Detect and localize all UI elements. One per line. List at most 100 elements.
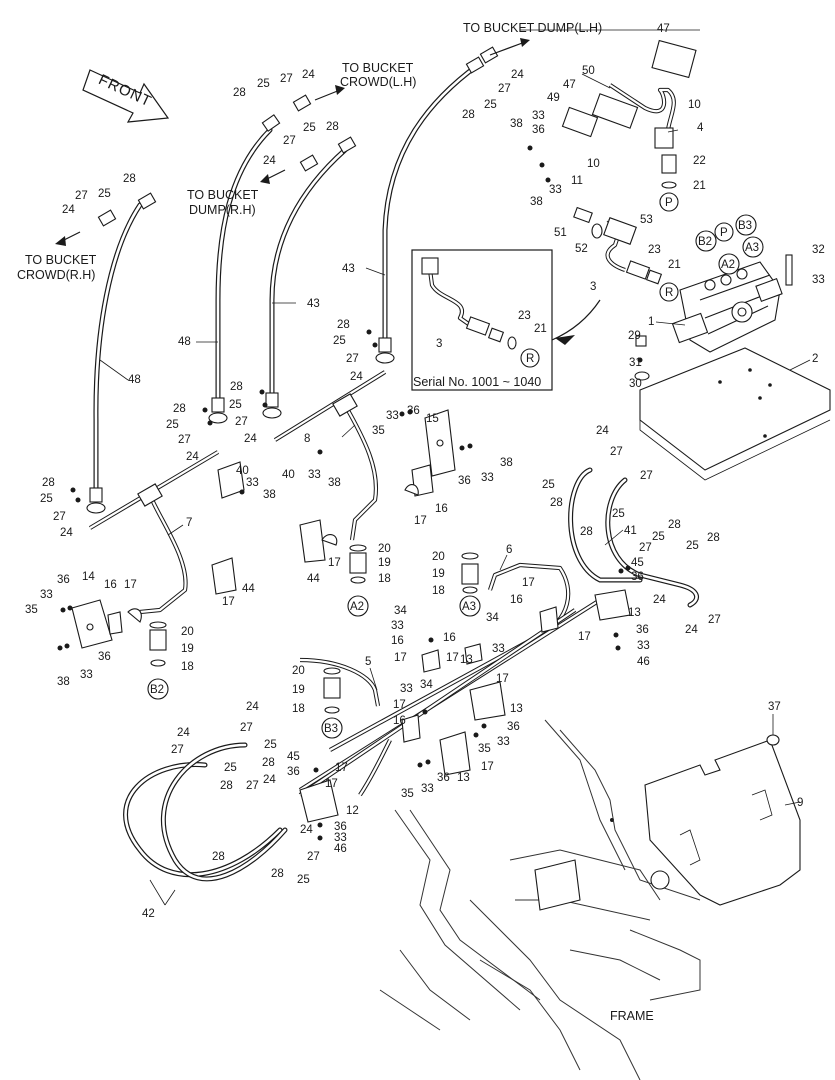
part-20: 20 xyxy=(181,626,194,638)
part-24: 24 xyxy=(653,594,666,606)
part-28: 28 xyxy=(212,851,225,863)
part-16: 16 xyxy=(391,635,404,647)
part-33: 33 xyxy=(637,640,650,652)
brackets xyxy=(71,409,456,649)
part-25: 25 xyxy=(257,78,270,90)
part-33: 33 xyxy=(40,589,53,601)
part-33: 33 xyxy=(421,783,434,795)
direction-arrows xyxy=(55,38,530,246)
port-a3-valve: A3 xyxy=(745,242,759,254)
fasteners xyxy=(57,145,793,841)
part-23: 23 xyxy=(648,244,661,256)
part-21: 21 xyxy=(693,180,706,192)
part-19: 19 xyxy=(292,684,305,696)
part-1: 1 xyxy=(648,316,654,328)
part-17: 17 xyxy=(393,699,406,711)
tube-7 xyxy=(88,450,220,615)
part-48: 48 xyxy=(128,374,141,386)
part-22: 22 xyxy=(693,155,706,167)
part-21: 21 xyxy=(534,323,547,335)
tube-8 xyxy=(273,370,387,541)
hose-top-fittings xyxy=(97,46,499,227)
part-2: 2 xyxy=(812,353,818,365)
part-25: 25 xyxy=(229,399,242,411)
part-33: 33 xyxy=(386,410,399,422)
part-36: 36 xyxy=(334,821,347,833)
part-44: 44 xyxy=(242,583,255,595)
part-20: 20 xyxy=(432,551,445,563)
serial-inset xyxy=(411,249,601,391)
part-27: 27 xyxy=(610,446,623,458)
part-53: 53 xyxy=(640,214,653,226)
part-33: 33 xyxy=(481,472,494,484)
cover-plate xyxy=(610,734,801,906)
part-33: 33 xyxy=(400,683,413,695)
part-28: 28 xyxy=(326,121,339,133)
part-46: 46 xyxy=(637,656,650,668)
part-28: 28 xyxy=(462,109,475,121)
tube-brackets xyxy=(299,589,631,823)
part-16: 16 xyxy=(104,579,117,591)
part-8: 8 xyxy=(304,433,310,445)
upper-right-tubes xyxy=(561,39,697,285)
port-b3-valve: B3 xyxy=(738,220,752,232)
part-24: 24 xyxy=(186,451,199,463)
part-31: 31 xyxy=(629,357,642,369)
part-25: 25 xyxy=(303,122,316,134)
part-28: 28 xyxy=(707,532,720,544)
part-27: 27 xyxy=(640,470,653,482)
part-38: 38 xyxy=(57,676,70,688)
part-28: 28 xyxy=(42,477,55,489)
part-33: 33 xyxy=(308,469,321,481)
part-17: 17 xyxy=(522,577,535,589)
label-to-bucket-dump-rh-1: TO BUCKET xyxy=(187,188,259,202)
part-number-callouts: 47 24 27 25 28 50 47 49 10 4 38 33 36 10… xyxy=(25,23,825,920)
part-27: 27 xyxy=(246,780,259,792)
part-48: 48 xyxy=(178,336,191,348)
part-27: 27 xyxy=(53,511,66,523)
part-40: 40 xyxy=(236,465,249,477)
part-28: 28 xyxy=(230,381,243,393)
part-34: 34 xyxy=(420,679,433,691)
part-34: 34 xyxy=(394,605,407,617)
long-tubes xyxy=(298,562,602,797)
label-to-bucket-crowd-rh-2: CROWD(R.H) xyxy=(17,268,95,282)
part-28: 28 xyxy=(271,868,284,880)
part-35: 35 xyxy=(401,788,414,800)
part-9: 9 xyxy=(797,797,803,809)
part-25: 25 xyxy=(224,762,237,774)
hose-41 xyxy=(568,467,699,608)
part-10: 10 xyxy=(688,99,701,111)
hose-42 xyxy=(123,742,288,906)
part-43: 43 xyxy=(307,298,320,310)
part-28: 28 xyxy=(233,87,246,99)
part-21: 21 xyxy=(668,259,681,271)
part-38: 38 xyxy=(510,118,523,130)
clamps xyxy=(107,484,419,635)
port-p-valve: P xyxy=(720,227,728,239)
control-valve xyxy=(671,261,783,353)
part-49: 49 xyxy=(547,92,560,104)
part-33: 33 xyxy=(80,669,93,681)
part-33: 33 xyxy=(492,643,505,655)
mounting-plate xyxy=(639,347,831,481)
part-35: 35 xyxy=(25,604,38,616)
part-35: 35 xyxy=(372,425,385,437)
part-32: 32 xyxy=(812,244,825,256)
part-10: 10 xyxy=(587,158,600,170)
part-27: 27 xyxy=(498,83,511,95)
part-27: 27 xyxy=(280,73,293,85)
part-33: 33 xyxy=(497,736,510,748)
part-35: 35 xyxy=(478,743,491,755)
part-42: 42 xyxy=(142,908,155,920)
part-40: 40 xyxy=(282,469,295,481)
port-a2-fitting: A2 xyxy=(350,601,364,613)
part-25: 25 xyxy=(686,540,699,552)
part-17: 17 xyxy=(481,761,494,773)
port-fitting-stacks xyxy=(149,544,479,714)
part-27: 27 xyxy=(240,722,253,734)
port-b3-fitting: B3 xyxy=(324,723,338,735)
hose-43 xyxy=(269,62,481,398)
port-r-inset: R xyxy=(526,353,534,365)
